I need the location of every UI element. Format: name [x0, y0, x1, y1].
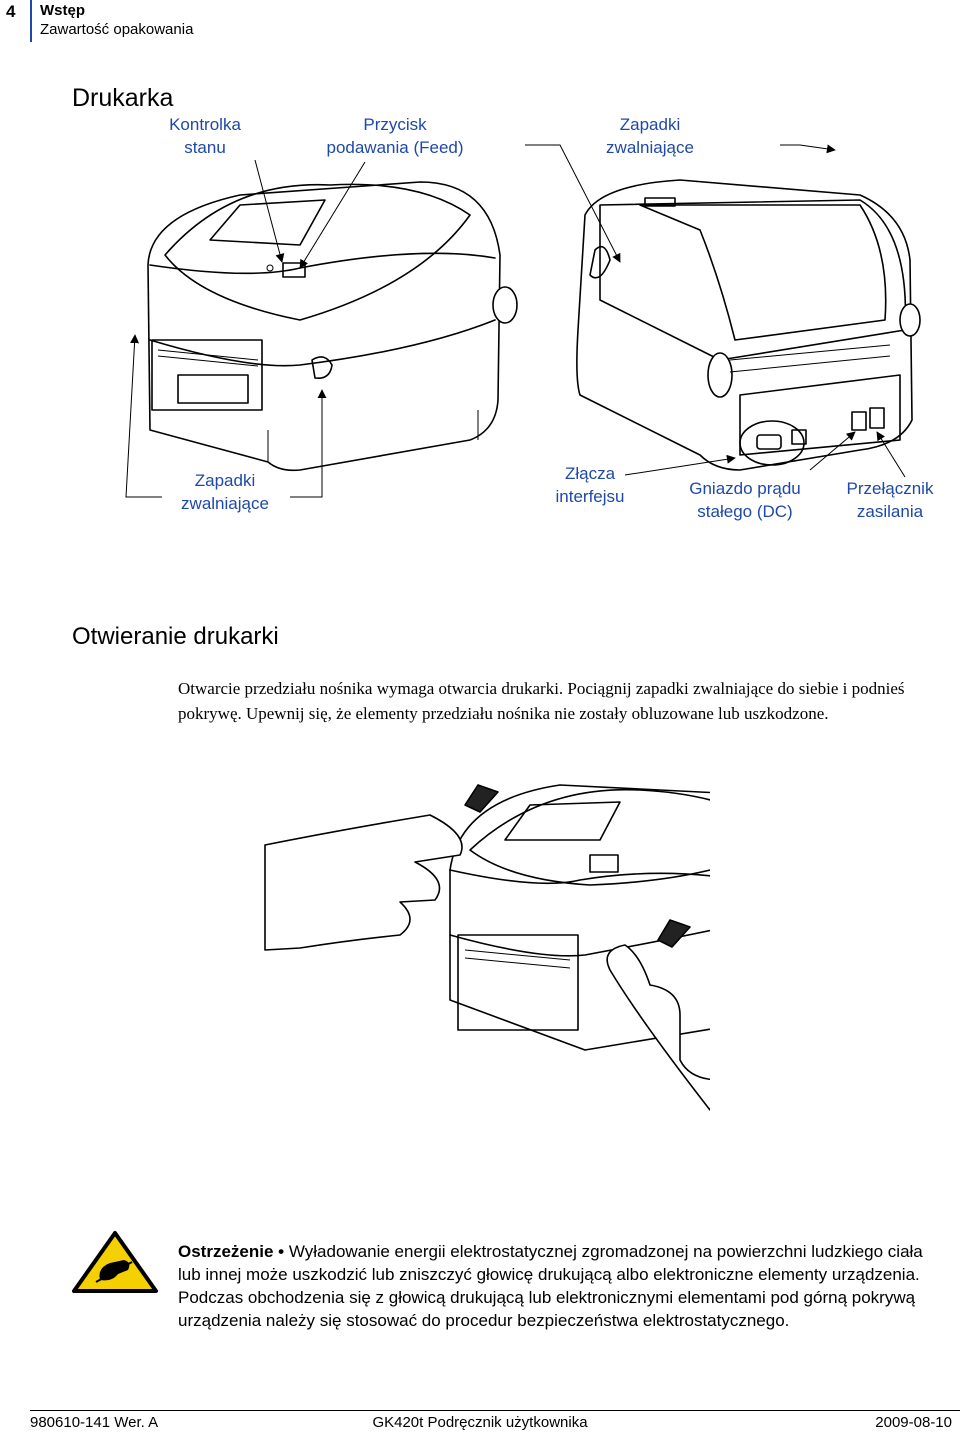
chapter-title: Wstęp	[40, 2, 85, 19]
printer-illustration	[125, 144, 921, 498]
footer-divider	[30, 1410, 960, 1411]
callout-release-latches-top: Zapadki zwalniające	[606, 115, 694, 157]
opening-printer-heading: Otwieranie drukarki	[72, 623, 279, 650]
esd-warning-icon	[72, 1231, 158, 1293]
page-number: 4	[6, 2, 16, 21]
callout-status-light: Kontrolka stanu	[169, 115, 241, 157]
callout-dc-power-socket: Gniazdo prądu stałego (DC)	[689, 479, 801, 521]
callout-leader-lines	[125, 144, 906, 498]
warning-text: Wyładowanie energii elektrostatycznej zg…	[178, 1242, 923, 1330]
opening-instructions: Otwarcie przedziału nośnika wymaga otwar…	[178, 679, 905, 723]
esd-warning-note: Ostrzeżenie • Wyładowanie energii elektr…	[178, 1240, 938, 1332]
callout-power-switch: Przełącznik zasilania	[846, 479, 934, 521]
rear-printer-drawing	[576, 179, 921, 471]
footer-manual-title: GK420t Podręcznik użytkownika	[372, 1414, 588, 1431]
callout-feed-button: Przycisk podawania (Feed)	[326, 115, 464, 157]
printer-with-hands-drawing	[264, 784, 710, 1111]
callout-interface-connectors: Złącza interfejsu	[555, 464, 625, 506]
warning-bullet: •	[278, 1242, 285, 1261]
header-divider	[30, 0, 32, 42]
opening-illustration	[264, 784, 710, 1111]
footer-doc-number: 980610-141 Wer. A	[30, 1414, 159, 1431]
front-printer-drawing	[147, 181, 518, 472]
warning-label: Ostrzeżenie	[178, 1242, 274, 1261]
section-title: Zawartość opakowania	[40, 21, 194, 38]
callout-release-latches-bottom: Zapadki zwalniające	[181, 471, 269, 513]
footer-date: 2009-08-10	[875, 1414, 952, 1431]
printer-heading: Drukarka	[72, 84, 174, 112]
